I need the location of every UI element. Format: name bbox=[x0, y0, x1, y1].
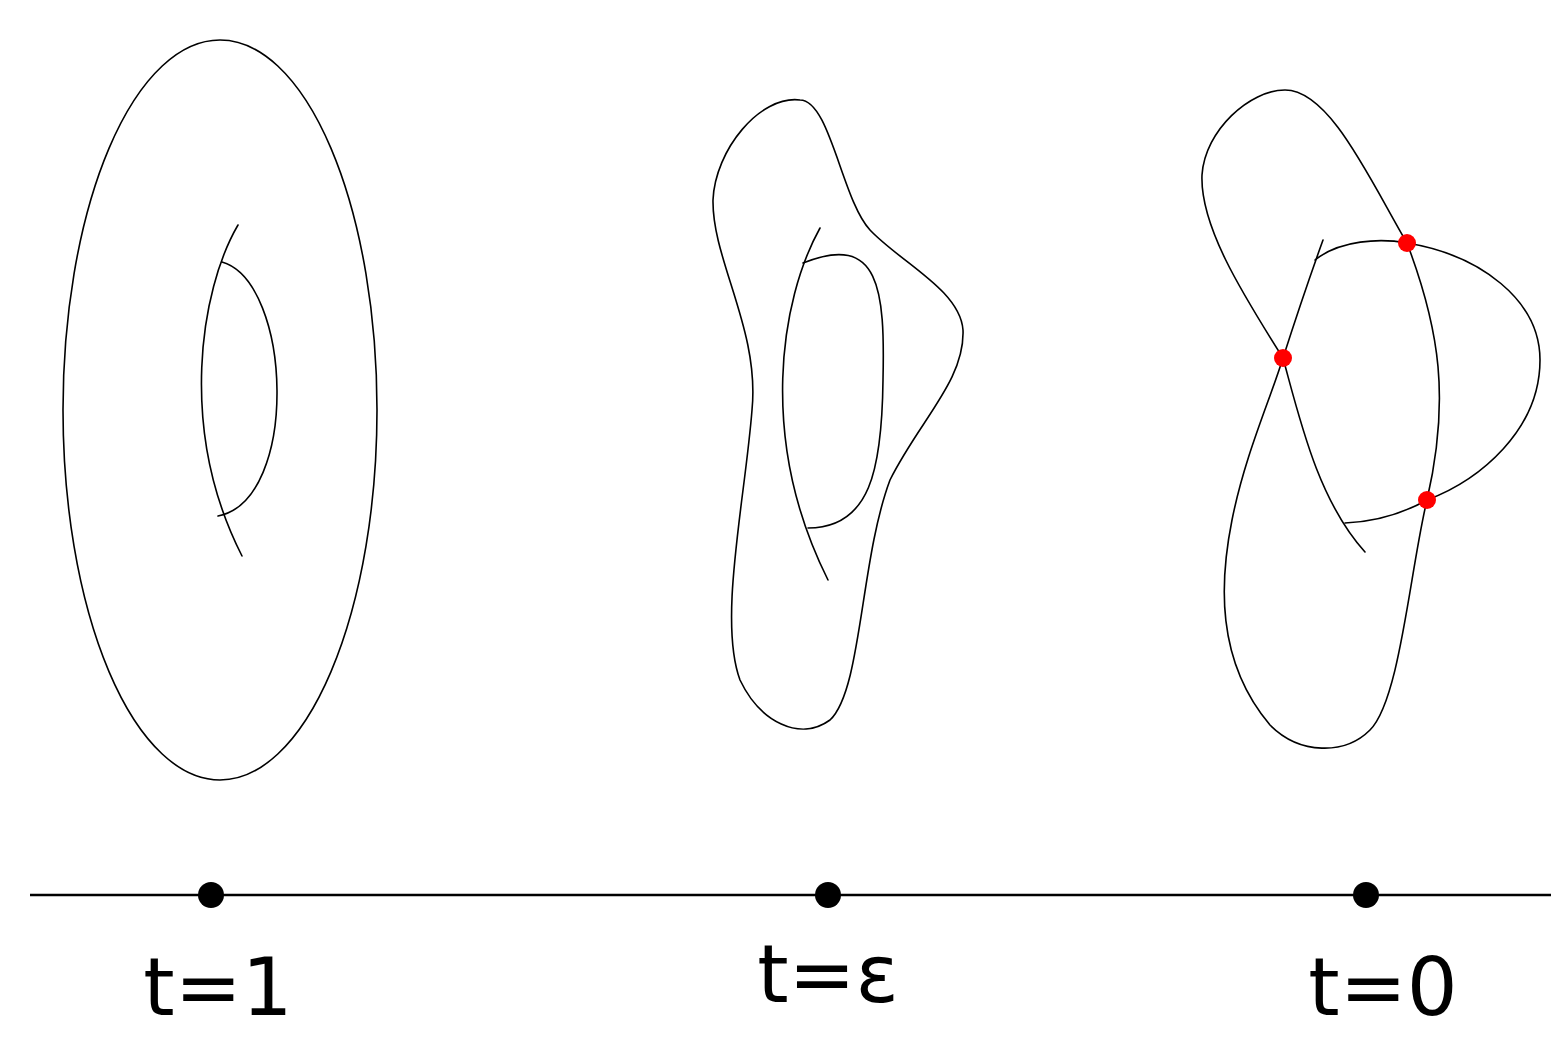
torus-outline bbox=[63, 40, 377, 780]
node-point bbox=[1274, 349, 1292, 367]
deformed-hole-upper bbox=[803, 255, 883, 528]
parameter-label: t=ε bbox=[757, 935, 899, 1015]
node-point bbox=[1398, 234, 1416, 252]
node-point bbox=[1418, 491, 1436, 509]
singular-fibre-outline bbox=[1202, 90, 1440, 748]
axis-point bbox=[815, 882, 841, 908]
singular-fibre-inner bbox=[1283, 240, 1365, 552]
deformed-torus-outline bbox=[713, 100, 963, 729]
singular-fibre-lobe bbox=[1315, 241, 1540, 523]
torus-hole-upper bbox=[218, 262, 277, 516]
torus-hole-lower bbox=[201, 225, 242, 556]
axis-point bbox=[1353, 882, 1379, 908]
parameter-label: t=0 bbox=[1308, 948, 1457, 1028]
parameter-label: t=1 bbox=[143, 948, 292, 1028]
parameter-axis bbox=[30, 894, 1551, 897]
axis-point bbox=[198, 882, 224, 908]
